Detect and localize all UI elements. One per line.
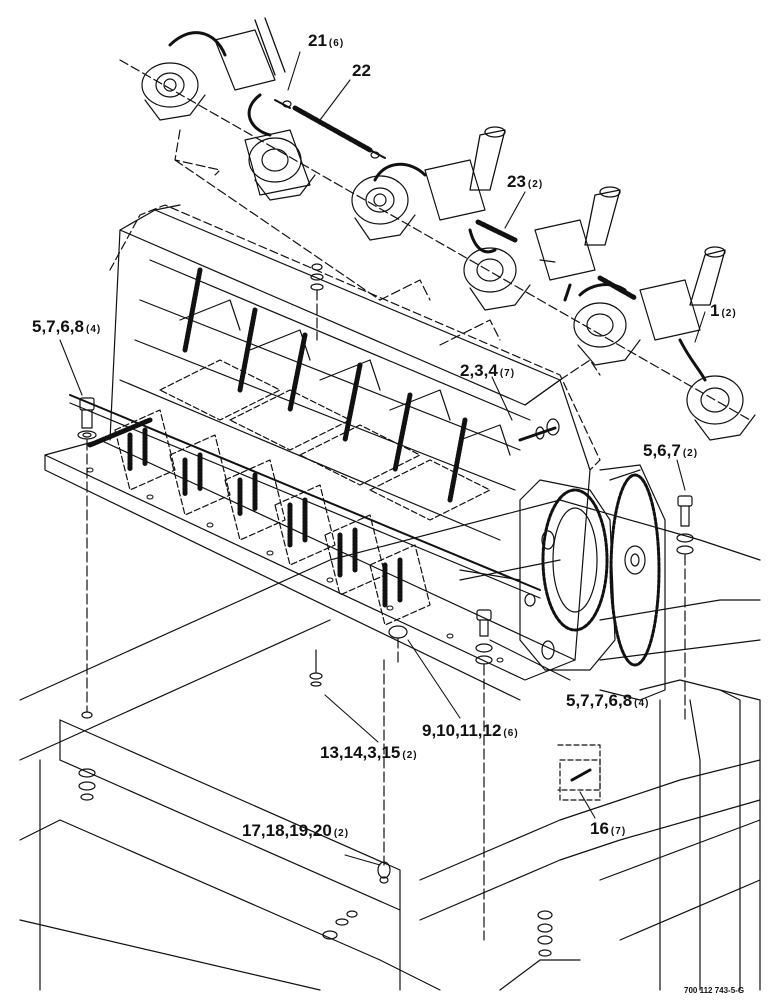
main-housing [44, 204, 601, 701]
callout-5-7-6-8-parts: 5,7,6,8 [32, 317, 84, 336]
leader-lines [59, 51, 706, 866]
callout-21: 21(6) [308, 32, 344, 50]
callout-5-7-7-6-8-parts: 5,7,7,6,8 [566, 691, 633, 710]
callout-17-18-19-20: 17,18,19,20(2) [242, 822, 349, 840]
sprockets [519, 464, 666, 701]
callout-21-qty: (6) [328, 38, 345, 49]
callout-1-parts: 1 [710, 301, 720, 320]
chain-assembly [119, 17, 756, 441]
callout-5-6-7-qty: (2) [682, 448, 699, 459]
callout-2-3-4: 2,3,4(7) [460, 362, 515, 380]
callout-22: 22 [352, 62, 373, 80]
callout-1-qty: (2) [721, 308, 737, 319]
upper-springs [87, 267, 468, 503]
callout-23-qty: (2) [527, 179, 544, 190]
callout-9-10-11-12-qty: (6) [503, 728, 519, 739]
callout-2-3-4-qty: (7) [499, 368, 516, 379]
callout-5-7-6-8-left: 5,7,6,8(4) [32, 318, 101, 336]
callout-5-7-7-6-8: 5,7,7,6,8(4) [566, 692, 649, 710]
callout-9-10-11-12: 9,10,11,12(6) [422, 722, 519, 740]
callout-13-14-3-15-qty: (2) [402, 750, 418, 761]
callout-5-7-7-6-8-qty: (4) [634, 698, 650, 709]
callout-2-3-4-parts: 2,3,4 [460, 361, 498, 380]
callout-21-parts: 21 [308, 31, 327, 50]
callout-17-18-19-20-parts: 17,18,19,20 [242, 821, 332, 840]
callout-23-parts: 23 [507, 172, 526, 191]
lower-springs [114, 409, 431, 626]
callout-16-parts: 16 [590, 819, 609, 838]
callout-16: 16(7) [590, 820, 626, 838]
callout-9-10-11-12-parts: 9,10,11,12 [422, 721, 502, 740]
callout-17-18-19-20-qty: (2) [333, 828, 350, 839]
callout-5-6-7-parts: 5,6,7 [643, 441, 681, 460]
callout-5-7-6-8-qty: (4) [86, 324, 102, 335]
fasteners [77, 263, 694, 957]
document-number: 700 112 743-5-G [684, 986, 745, 995]
callout-16-qty: (7) [610, 826, 627, 837]
callout-5-6-7: 5,6,7(2) [643, 442, 698, 460]
callout-1: 1(2) [710, 302, 737, 320]
callout-23: 23(2) [507, 173, 543, 191]
callout-13-14-3-15-parts: 13,14,3,15 [320, 743, 401, 762]
callout-13-14-3-15: 13,14,3,15(2) [320, 744, 418, 762]
callout-22-parts: 22 [352, 61, 371, 80]
